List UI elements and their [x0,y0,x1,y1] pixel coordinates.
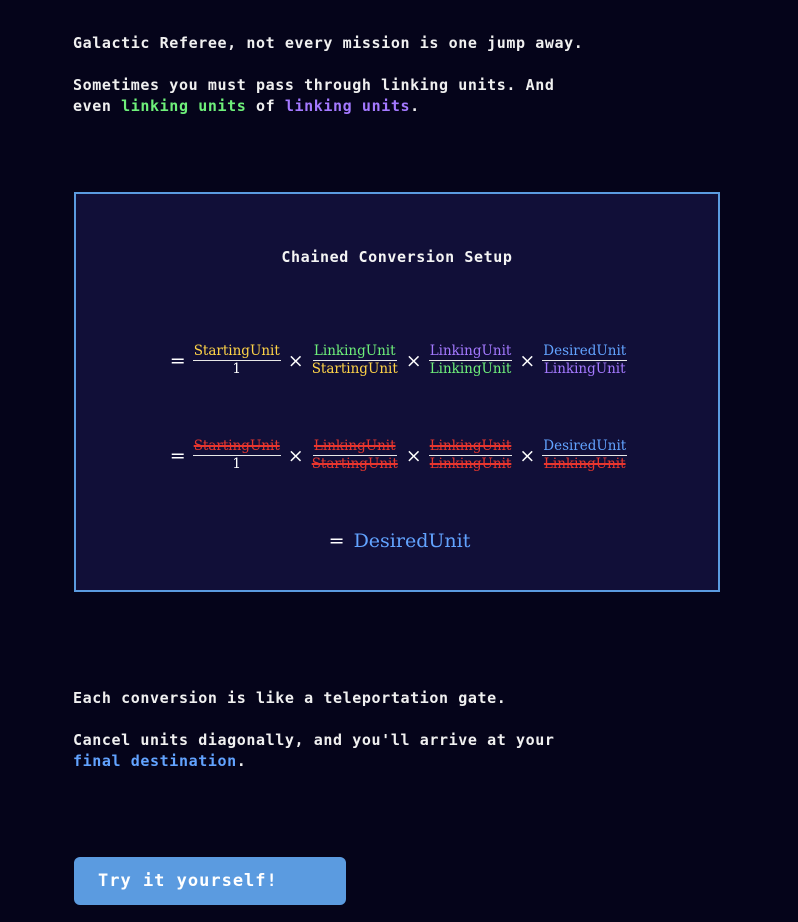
intro-line-1: Galactic Referee, not every mission is o… [73,34,584,52]
numerator: DesiredUnit [542,438,628,456]
denominator-cancelled: StartingUnit [311,456,398,472]
intro-text: even [73,97,122,115]
intro-line-2: Sometimes you must pass through linking … [73,76,555,94]
equation-row-result: = DesiredUnit [76,530,718,552]
fraction-gate-2: LinkingUnit LinkingUnit [427,439,515,472]
equation-row-cancelled: = StartingUnit 1 × LinkingUnit StartingU… [76,439,718,472]
times-sign: × [519,349,536,372]
outro-line-3: final destination. [73,751,246,772]
numerator-cancelled: LinkingUnit [312,438,397,456]
numerator: DesiredUnit [542,343,628,361]
times-sign: × [405,444,422,467]
equation-row-setup: = StartingUnit 1 × LinkingUnit StartingU… [76,344,718,377]
fraction-starting: StartingUnit 1 [191,439,283,472]
numerator-cancelled: StartingUnit [192,438,281,456]
denominator: LinkingUnit [429,361,512,377]
times-sign: × [287,444,304,467]
numerator: LinkingUnit [428,343,513,361]
numerator: StartingUnit [192,343,281,361]
times-sign: × [405,349,422,372]
outro-line-1: Each conversion is like a teleportation … [73,689,507,707]
equals-sign: = [169,349,186,372]
fraction-gate-3: DesiredUnit LinkingUnit [540,439,629,472]
result-unit: DesiredUnit [353,530,471,552]
card-title: Chained Conversion Setup [281,248,513,266]
equals-sign: = [169,444,186,467]
denominator: LinkingUnit [543,361,626,377]
equals-sign: = [328,530,345,552]
denominator: StartingUnit [311,361,398,377]
numerator: LinkingUnit [312,343,397,361]
intro-line-3: even linking units of linking units. [73,96,420,117]
fraction-gate-1: LinkingUnit StartingUnit [309,439,401,472]
outro-text: . [236,752,247,770]
denominator-cancelled: LinkingUnit [543,456,626,472]
final-destination-highlight: final destination [73,752,237,770]
fraction-gate-2: LinkingUnit LinkingUnit [427,344,515,377]
fraction-gate-1: LinkingUnit StartingUnit [309,344,401,377]
times-sign: × [287,349,304,372]
denominator-cancelled: LinkingUnit [429,456,512,472]
conversion-card: Chained Conversion Setup = StartingUnit … [74,192,720,592]
numerator-cancelled: LinkingUnit [428,438,513,456]
fraction-gate-3: DesiredUnit LinkingUnit [540,344,629,377]
intro-text: . [410,97,420,115]
denominator: 1 [232,456,242,472]
intro-text: of [246,97,285,115]
fraction-starting: StartingUnit 1 [191,344,283,377]
linking-units-highlight-green: linking units [121,97,247,115]
times-sign: × [519,444,536,467]
try-it-yourself-button[interactable]: Try it yourself! [74,857,346,905]
denominator: 1 [232,361,242,377]
outro-line-2: Cancel units diagonally, and you'll arri… [73,731,555,749]
linking-units-highlight-purple: linking units [284,97,411,115]
